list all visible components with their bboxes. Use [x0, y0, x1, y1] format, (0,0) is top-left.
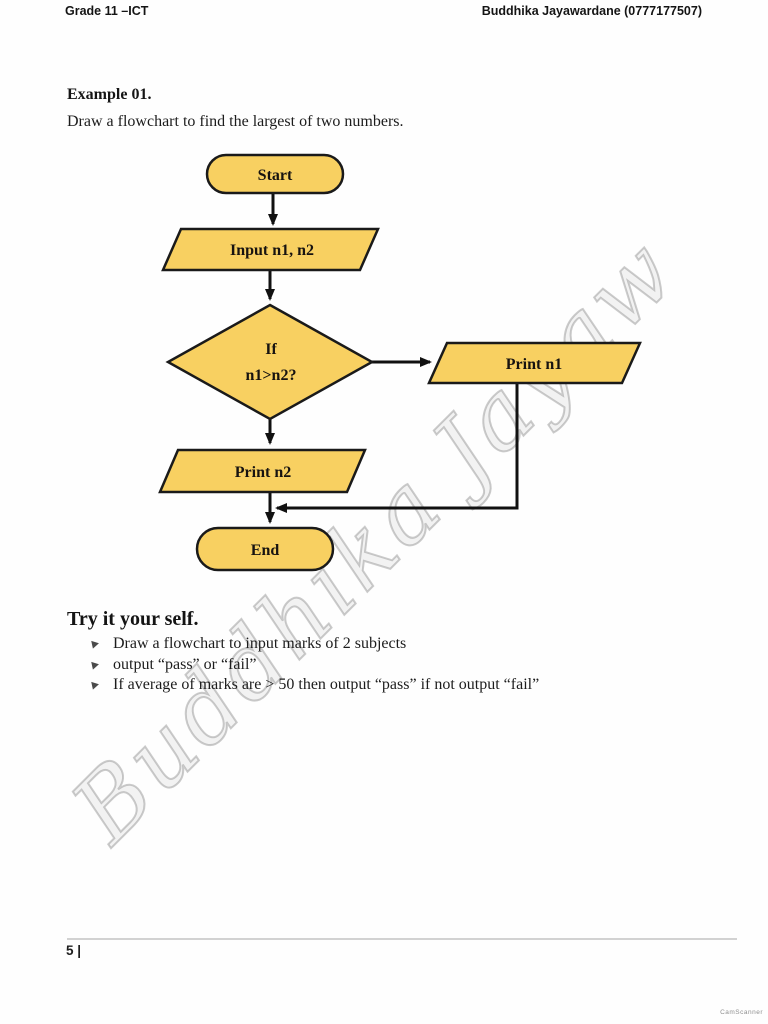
print-n1-parallelogram-shape [427, 341, 642, 385]
list-item-text: If average of marks are > 50 then output… [113, 676, 540, 693]
example-description: Draw a flowchart to find the largest of … [67, 113, 404, 130]
flowchart-diagram: Start Input n1, n2 If n1>n2? Print n1 Pr… [158, 153, 642, 572]
arrowhead-bullet-icon [91, 659, 100, 670]
decision-diamond-shape [165, 303, 375, 421]
print-n2-label: Print n2 [235, 464, 291, 481]
arrowhead-bullet-icon [91, 680, 100, 690]
input-label: Input n1, n2 [230, 242, 314, 259]
start-terminator-shape [205, 153, 345, 195]
scanner-watermark-note: CamScanner [720, 1009, 763, 1016]
header-course-label: Grade 11 –ICT [65, 4, 149, 18]
decision-label-line1: If [265, 341, 277, 358]
end-label: End [251, 542, 280, 559]
list-item: Draw a flowchart to input marks of 2 sub… [67, 634, 727, 655]
connector-print-n1-to-merge [275, 383, 519, 513]
list-item: If average of marks are > 50 then output… [67, 675, 727, 696]
example-title: Example 01. [67, 86, 152, 103]
decision-label-line2: n1>n2? [246, 367, 297, 384]
page-number: 5 | [66, 943, 82, 958]
list-item-text: output “pass” or “fail” [113, 655, 257, 673]
footer-divider [67, 938, 737, 940]
input-parallelogram-shape [161, 227, 380, 272]
arrowhead-bullet-icon [91, 639, 100, 649]
print-n1-label: Print n1 [506, 356, 562, 373]
try-bullet-list: Draw a flowchart to input marks of 2 sub… [67, 634, 727, 696]
end-terminator-shape [195, 526, 335, 572]
list-item-text: Draw a flowchart to input marks of 2 sub… [113, 635, 407, 652]
list-item: output “pass” or “fail” [67, 655, 727, 676]
header-author-label: Buddhika Jayawardane (0777177507) [481, 4, 702, 18]
try-it-yourself-section: Try it your self. Draw a flowchart to in… [67, 608, 727, 696]
print-n2-parallelogram-shape [158, 448, 367, 494]
try-section-title: Try it your self. [67, 608, 199, 630]
start-label: Start [258, 167, 293, 184]
